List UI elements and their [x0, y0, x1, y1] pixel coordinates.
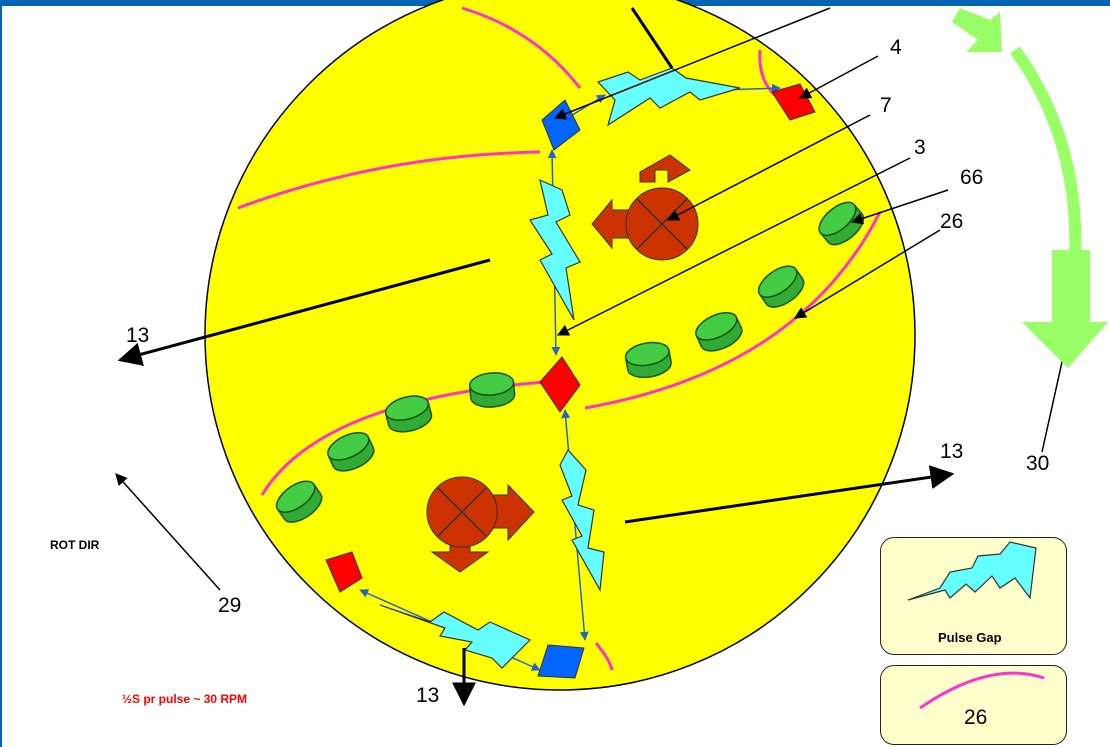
red-diamond-center — [539, 356, 581, 413]
red-diamond-left — [325, 551, 363, 593]
pulse-top — [596, 67, 741, 127]
label-30: 30 — [1026, 452, 1050, 475]
label-13-right: 13 — [940, 440, 964, 463]
rot-dir-label: ROT DIR — [50, 538, 100, 552]
magenta-curves — [237, 6, 882, 671]
label-66: 66 — [960, 166, 984, 189]
label-29: 29 — [218, 594, 242, 617]
rpm-note: ½S pr pulse ~ 30 RPM — [122, 692, 248, 706]
label-13-bottom: 13 — [416, 684, 440, 707]
label-arrows — [115, 7, 1072, 707]
label-26: 26 — [940, 210, 964, 233]
legend-pulse-icon — [907, 541, 1037, 601]
pulse-upper-vertical — [529, 178, 581, 321]
pulse-lower-vertical — [559, 448, 605, 592]
motor-lower — [426, 476, 535, 573]
label-4: 4 — [890, 36, 902, 59]
left-border-line — [0, 0, 2, 747]
legend-curve-label: 26 — [964, 706, 988, 729]
motor-upper — [591, 154, 699, 261]
label-7: 7 — [880, 94, 892, 117]
legend-pulse-gap-label: Pulse Gap — [938, 630, 1002, 645]
pulse-bottom — [379, 604, 532, 669]
rotation-arrow — [952, 8, 1108, 368]
label-3: 3 — [914, 136, 926, 159]
label-13-left: 13 — [126, 324, 150, 347]
blue-diamond-bottom — [537, 644, 585, 679]
pulse-shapes — [379, 67, 741, 669]
legend-curve-icon — [919, 671, 1045, 710]
